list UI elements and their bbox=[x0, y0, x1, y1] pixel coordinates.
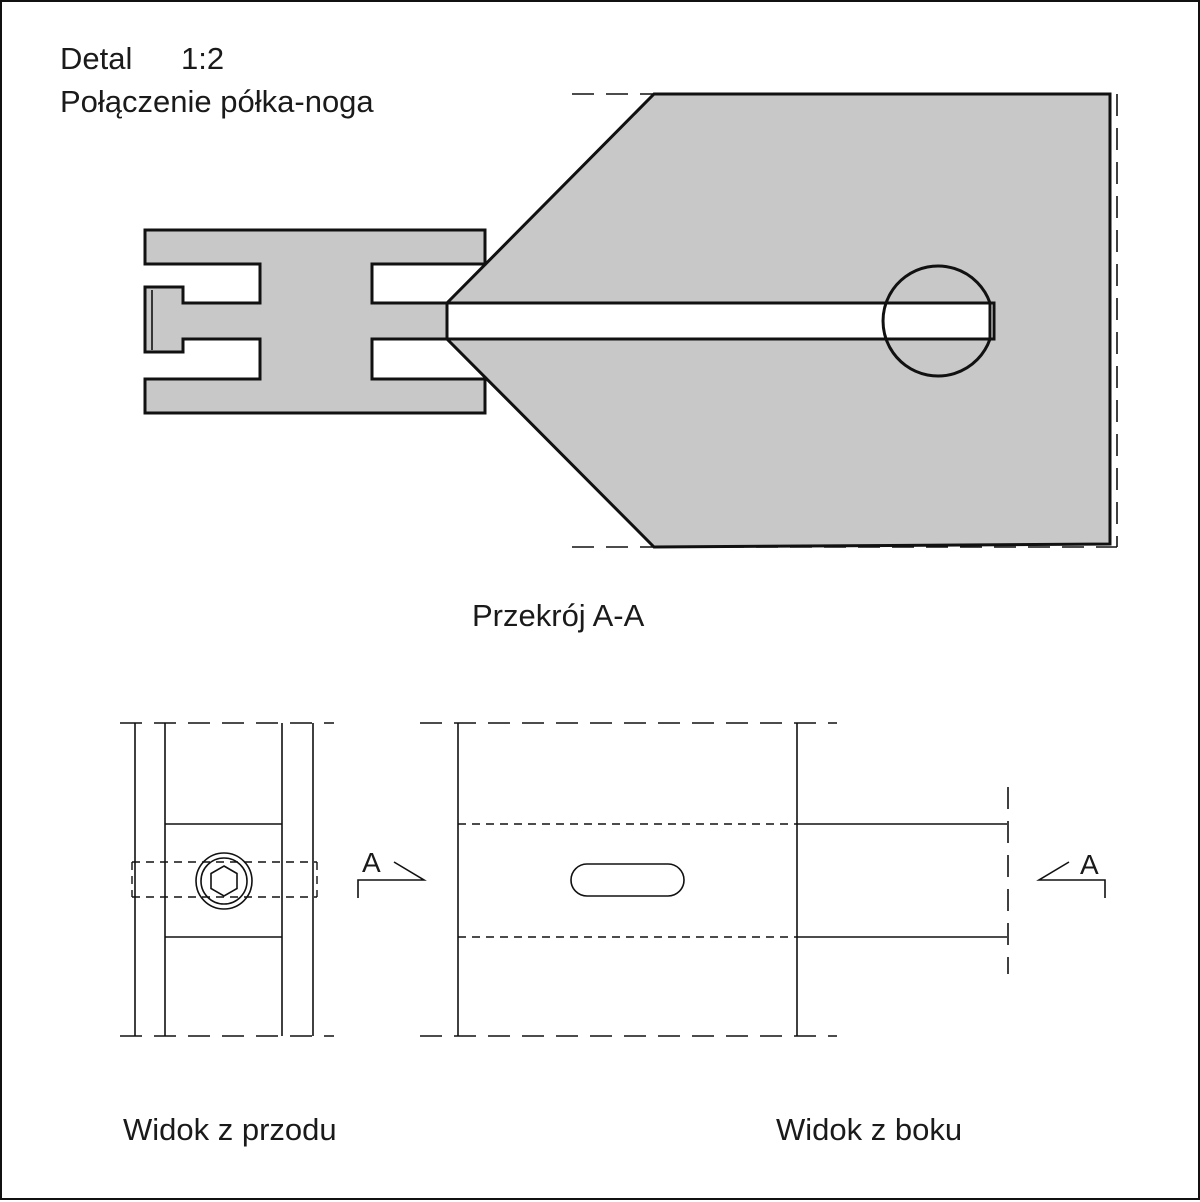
shelf-block-section bbox=[143, 228, 487, 415]
cut-mark-right: A bbox=[1036, 849, 1106, 898]
side-view-label: Widok z boku bbox=[776, 1112, 963, 1147]
screw-head-inner bbox=[200, 857, 248, 905]
cut-mark-left-letter: A bbox=[362, 847, 381, 878]
screw-head-icon bbox=[195, 852, 253, 910]
cut-mark-right-arrow bbox=[1036, 861, 1106, 898]
scale-label: 1:2 bbox=[181, 41, 225, 76]
detail-label: Detal bbox=[60, 41, 133, 76]
side-view bbox=[420, 722, 1009, 1037]
barrel-nut bbox=[881, 264, 992, 378]
leg-section bbox=[443, 92, 1112, 549]
drawing-subtitle: Połączenie półka-noga bbox=[60, 84, 374, 119]
cut-mark-right-letter: A bbox=[1080, 849, 1099, 880]
section-view-label: Przekrój A-A bbox=[472, 598, 645, 633]
slot-hole bbox=[570, 863, 685, 897]
front-view bbox=[120, 722, 334, 1037]
cut-mark-left: A bbox=[357, 847, 427, 898]
cut-mark-left-arrow bbox=[357, 861, 427, 898]
hex-socket-icon bbox=[210, 865, 238, 897]
section-view bbox=[143, 92, 1118, 549]
front-view-label: Widok z przodu bbox=[123, 1112, 337, 1147]
